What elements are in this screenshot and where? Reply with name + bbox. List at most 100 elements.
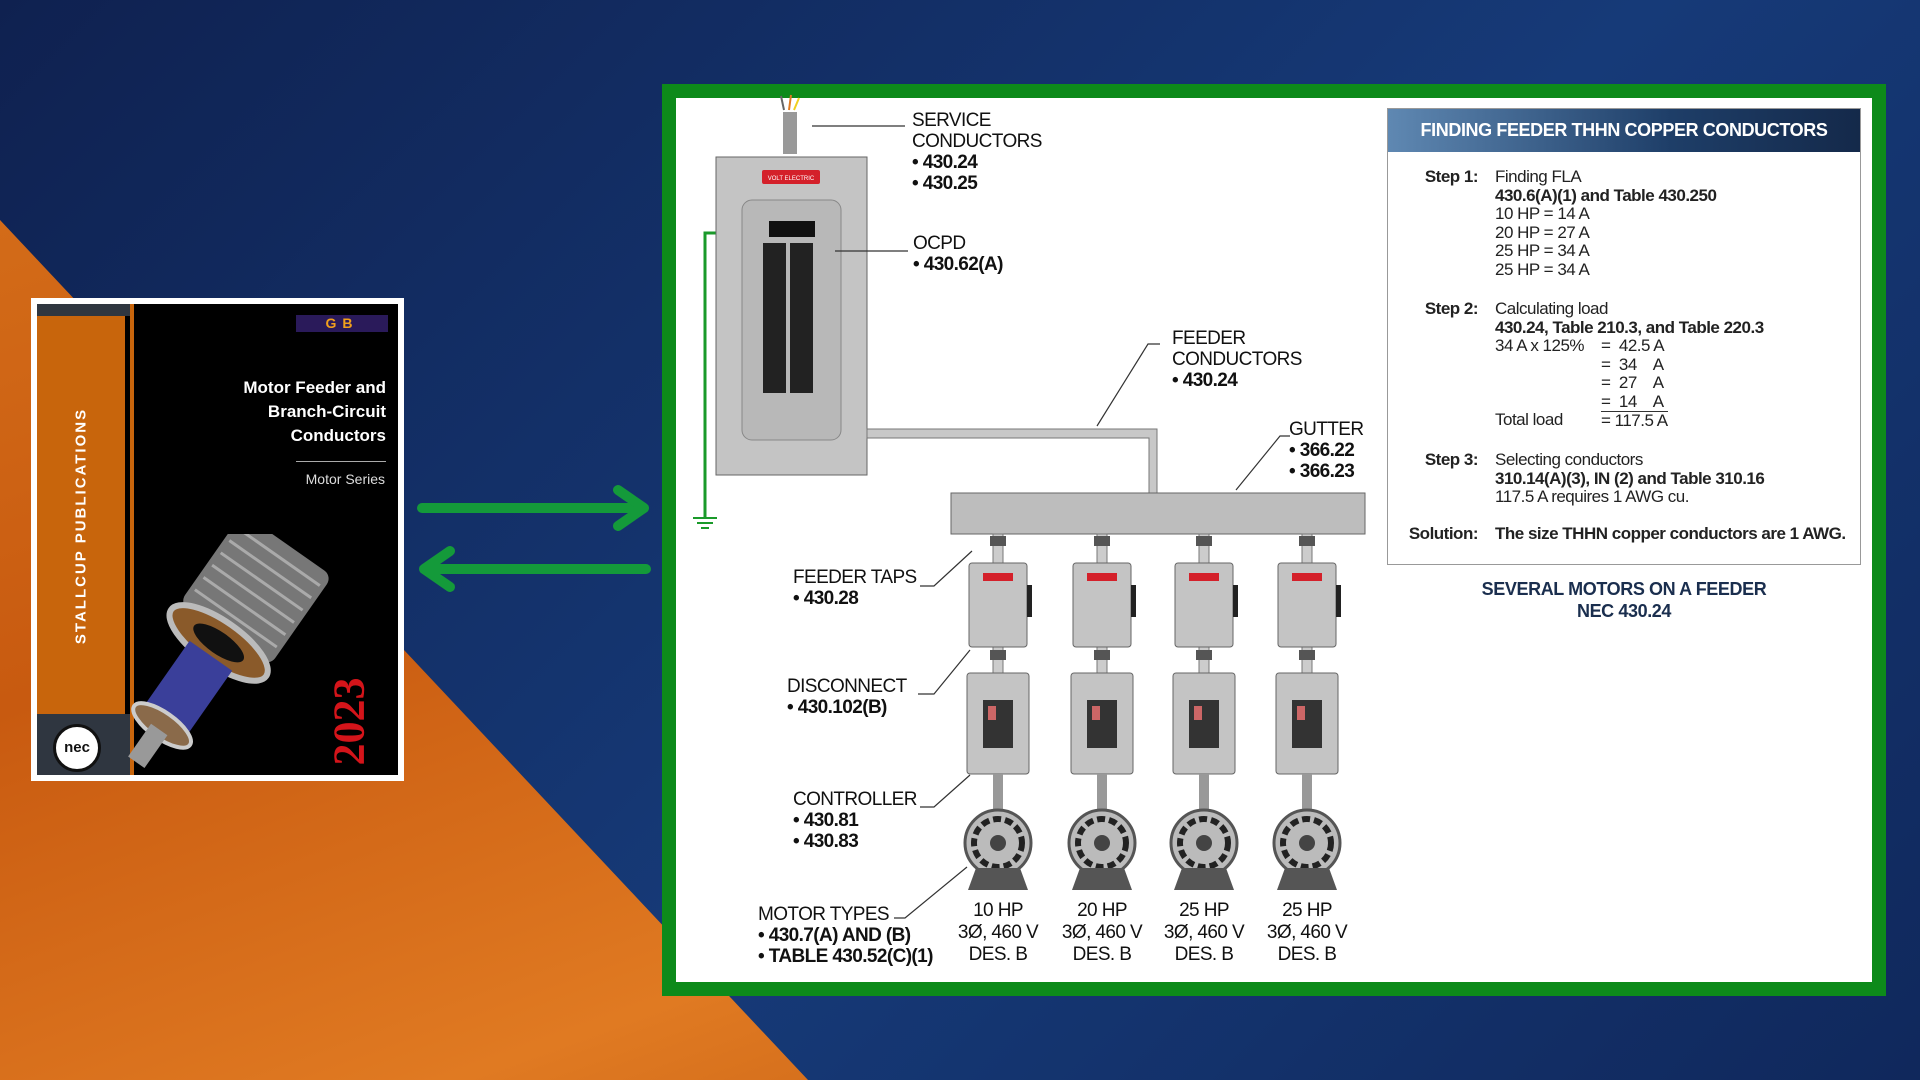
cover-spine-strip: STALLCUP PUBLICATIONS	[37, 316, 125, 714]
calc-value: = 27 A	[1601, 373, 1664, 392]
label-ref: • TABLE 430.52(C)(1)	[758, 946, 933, 967]
step-line: 20 HP = 27 A	[1495, 222, 1590, 242]
step-ref: 430.24, Table 210.3, and Table 220.3	[1495, 317, 1764, 337]
gutter	[950, 492, 1366, 535]
label-title: FEEDER TAPS	[793, 567, 917, 588]
label-controller: CONTROLLER• 430.81• 430.83	[793, 789, 917, 852]
label-ref: • 430.62(A)	[913, 254, 1003, 275]
arrow-left-icon	[419, 546, 651, 592]
step-line: 25 HP = 34 A	[1495, 241, 1590, 260]
motor-des: DES. B	[968, 944, 1028, 965]
calc-header: FINDING FEEDER THHN COPPER CONDUCTORS	[1388, 109, 1860, 152]
book-title-line: Motor Feeder and	[243, 378, 386, 397]
motor-des: DES. B	[1277, 944, 1337, 965]
service-conductor-icon	[780, 94, 800, 154]
label-ref: • 430.24	[1172, 370, 1238, 391]
title-rule	[296, 461, 386, 462]
motor-branch	[963, 533, 1033, 890]
label-ref: • 430.28	[793, 588, 859, 609]
label-motor-types: MOTOR TYPES• 430.7(A) AND (B)• TABLE 430…	[758, 904, 933, 967]
label-title: GUTTER	[1289, 419, 1364, 440]
label-ref: • 430.102(B)	[787, 697, 887, 718]
cover-divider	[130, 304, 134, 775]
total-label: Total load	[1495, 410, 1563, 429]
label-title: CONDUCTORS	[1172, 349, 1302, 370]
motor-branch	[1169, 533, 1239, 890]
cover-strip-top	[37, 304, 130, 316]
ground-wire	[703, 231, 716, 518]
step-ref: 430.6(A)(1) and Table 430.250	[1495, 185, 1717, 205]
motor-hp: 10 HP	[973, 900, 1023, 921]
motor-hp: 25 HP	[1179, 900, 1229, 921]
label-title: CONDUCTORS	[912, 131, 1042, 152]
motor-spec: 3Ø, 460 V	[1163, 922, 1245, 943]
step-title: Selecting conductors	[1495, 450, 1643, 469]
motor-des: DES. B	[1174, 944, 1234, 965]
step-label: Step 1:	[1424, 167, 1479, 186]
panelboard: VOLT ELECTRIC	[715, 156, 868, 476]
calc-value: = 42.5 A	[1601, 336, 1665, 355]
book-title-line: Conductors	[290, 426, 386, 445]
step-line: 10 HP = 14 A	[1495, 204, 1590, 223]
label-title: DISCONNECT	[787, 676, 907, 697]
label-ref: • 430.81	[793, 810, 859, 831]
book-cover: STALLCUP PUBLICATIONS GB Motor Feeder an…	[31, 298, 404, 781]
arrow-right-icon	[417, 485, 649, 531]
calc-total: = 117.5 A	[1601, 411, 1668, 430]
book-series: Motor Series	[305, 471, 385, 487]
book-title-line: Branch-Circuit	[267, 402, 386, 421]
label-title: FEEDER	[1172, 328, 1246, 349]
motor-hp: 25 HP	[1282, 900, 1332, 921]
label-disconnect: DISCONNECT• 430.102(B)	[787, 676, 907, 718]
feeder-conduit	[866, 428, 1158, 494]
caption-line: NEC 430.24	[1576, 601, 1672, 621]
label-gutter: GUTTER• 366.22• 366.23	[1289, 419, 1364, 482]
label-ref: • 430.24	[912, 152, 978, 173]
calc-value: = 34 A	[1601, 354, 1664, 374]
step-title: Calculating load	[1495, 299, 1608, 318]
label-ref: • 430.25	[912, 173, 978, 194]
motor-branch	[1067, 533, 1137, 890]
panel-label: VOLT ELECTRIC	[768, 176, 815, 182]
motor-branch	[1272, 533, 1342, 890]
calculation-box: FINDING FEEDER THHN COPPER CONDUCTORS St…	[1387, 108, 1861, 565]
motor-image	[128, 534, 329, 769]
solution-label: Solution:	[1408, 524, 1479, 543]
label-feeder-taps: FEEDER TAPS• 430.28	[793, 567, 917, 609]
step-ref: 310.14(A)(3), IN (2) and Table 310.16	[1495, 468, 1765, 488]
nec-logo: nec	[53, 724, 101, 772]
calc-expression: 34 A x 125%	[1495, 336, 1585, 355]
label-title: MOTOR TYPES	[758, 904, 890, 925]
motor-spec: 3Ø, 460 V	[1266, 922, 1348, 943]
motor-spec: 3Ø, 460 V	[957, 922, 1039, 943]
label-title: SERVICE	[912, 110, 991, 131]
ground-icon	[693, 517, 717, 529]
step-line: 25 HP = 34 A	[1495, 259, 1590, 279]
motor-spec: 3Ø, 460 V	[1061, 922, 1143, 943]
label-title: OCPD	[913, 233, 966, 254]
label-ref: • 430.83	[793, 831, 859, 852]
label-ref: • 366.23	[1289, 461, 1355, 482]
step-line: 117.5 A requires 1 AWG cu.	[1495, 487, 1689, 506]
caption-line: SEVERAL MOTORS ON A FEEDER	[1481, 579, 1767, 599]
nec-logo-text: nec	[64, 739, 90, 756]
solution-text: The size THHN copper conductors are 1 AW…	[1495, 524, 1846, 543]
label-ref: • 366.22	[1289, 440, 1355, 461]
label-ref: • 430.7(A) AND (B)	[758, 925, 911, 946]
label-title: CONTROLLER	[793, 789, 917, 810]
gb-logo: GB	[296, 315, 388, 332]
motor-hp: 20 HP	[1077, 900, 1127, 921]
label-ocpd: OCPD• 430.62(A)	[913, 233, 1003, 275]
calc-value: = 14 A	[1601, 392, 1668, 412]
step-title: Finding FLA	[1495, 167, 1582, 186]
